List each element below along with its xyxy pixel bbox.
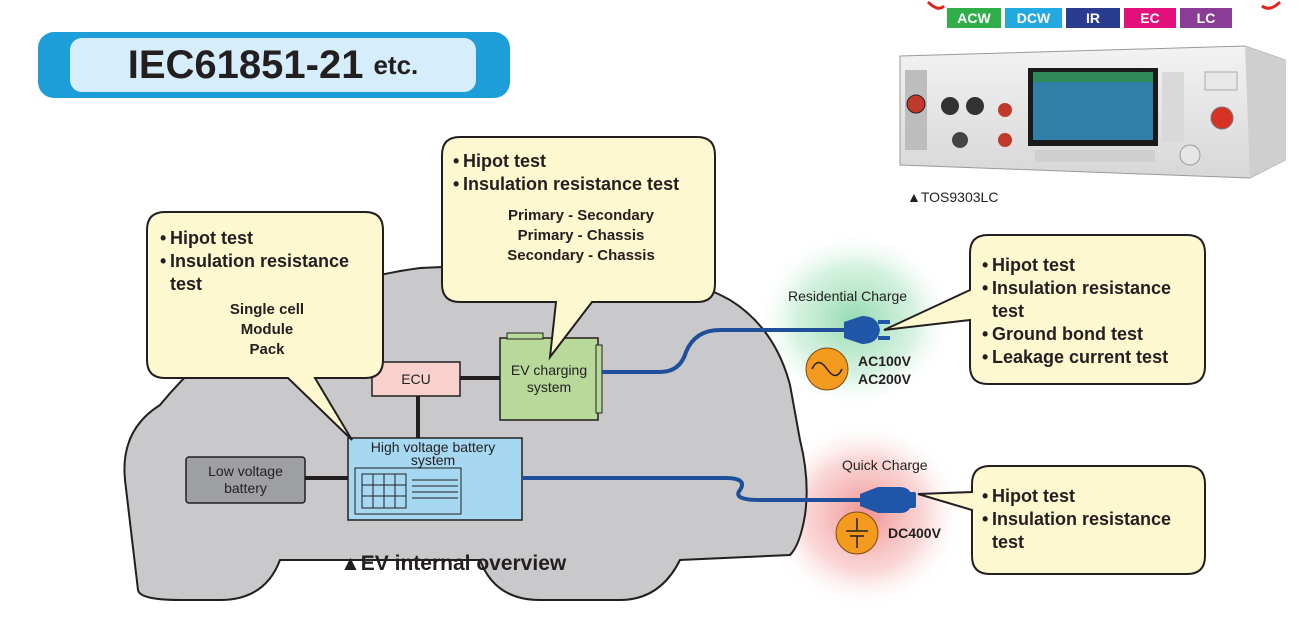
battery-callout-bubble: [146, 211, 384, 441]
overview-caption: ▲EV internal overview: [340, 552, 567, 575]
residential-cable: [602, 328, 858, 374]
hv-battery-cells: [361, 473, 458, 509]
charging-item-3: Secondary - Chassis: [507, 247, 655, 264]
charging-item-1: Primary - Secondary: [508, 207, 654, 224]
tag-ir: IR: [1066, 8, 1120, 28]
quick-cable: [522, 476, 880, 502]
dc-symbol-icon: [835, 511, 879, 555]
charging-callout: •Hipot test •Insulation resistance test …: [453, 150, 711, 266]
hv-battery-box: [347, 437, 523, 521]
battery-bullet-2: •Insulation resistance: [160, 251, 350, 271]
residential-bullet-2: •Insulation resistance: [982, 278, 1172, 298]
residential-bullet-2-cont: test: [992, 301, 1025, 321]
ecu-box: [371, 361, 461, 397]
tag-acw: ACW: [947, 8, 1001, 28]
residential-bullet-4: •Leakage current test: [982, 347, 1169, 367]
residential-callout-bubble: [883, 234, 1206, 385]
ev-charging-top: [506, 332, 544, 340]
residential-callout: •Hipot test •Insulation resistance test …: [982, 254, 1202, 369]
battery-callout: •Hipot test •Insulation resistance test …: [160, 227, 380, 360]
lv-battery-label: Low voltage battery: [208, 463, 283, 496]
residential-bullet-1: •Hipot test: [982, 255, 1075, 275]
quick-bullet-1: •Hipot test: [982, 486, 1075, 506]
charging-callout-bubble: [441, 136, 716, 361]
charging-bullet-1: •Hipot test: [453, 151, 546, 171]
charging-item-2: Primary - Chassis: [517, 227, 645, 244]
tag-lc: LC: [1180, 8, 1232, 28]
quick-bullet-2-cont: test: [992, 532, 1025, 552]
battery-item-3: Pack: [249, 341, 285, 358]
ev-charging-label: EV charging system: [510, 362, 588, 395]
page-title-suffix: etc.: [373, 49, 419, 80]
battery-item-2: Module: [240, 321, 294, 338]
lv-battery-box: [185, 456, 306, 504]
charging-bullet-2: •Insulation resistance test: [453, 174, 680, 194]
instrument-caption: ▲TOS9303LC: [907, 189, 999, 205]
residential-voltages: AC100V AC200V: [858, 353, 911, 387]
hv-battery-cell-frame: [354, 467, 462, 515]
tag-bracket-left: [926, 0, 946, 10]
battery-item-1: Single cell: [229, 301, 305, 318]
quick-callout-bubble: [917, 465, 1206, 575]
quick-callout: •Hipot test •Insulation resistance test: [982, 485, 1202, 554]
tag-ec: EC: [1124, 8, 1176, 28]
battery-bullet-2-cont: test: [170, 274, 203, 294]
battery-bullet-1: •Hipot test: [160, 228, 253, 248]
tag-dcw: DCW: [1005, 8, 1062, 28]
quick-voltage: DC400V: [888, 525, 941, 541]
quick-plug: [860, 487, 916, 513]
tag-bracket-right: [1261, 0, 1282, 10]
ecu-label: ECU: [401, 371, 431, 387]
ev-charging-side: [595, 344, 603, 414]
hv-battery-label: High voltage battery system: [370, 439, 496, 468]
residential-charge-label: Residential Charge: [788, 288, 908, 304]
page-title: IEC61851-21: [127, 42, 364, 87]
residential-plug: [844, 316, 890, 344]
quick-charge-label: Quick Charge: [842, 457, 928, 473]
quick-bullet-2: •Insulation resistance: [982, 509, 1172, 529]
title-pill-inner: IEC61851-21 etc.: [70, 38, 476, 92]
residential-bullet-3: •Ground bond test: [982, 324, 1143, 344]
instrument-image: [899, 45, 1286, 179]
